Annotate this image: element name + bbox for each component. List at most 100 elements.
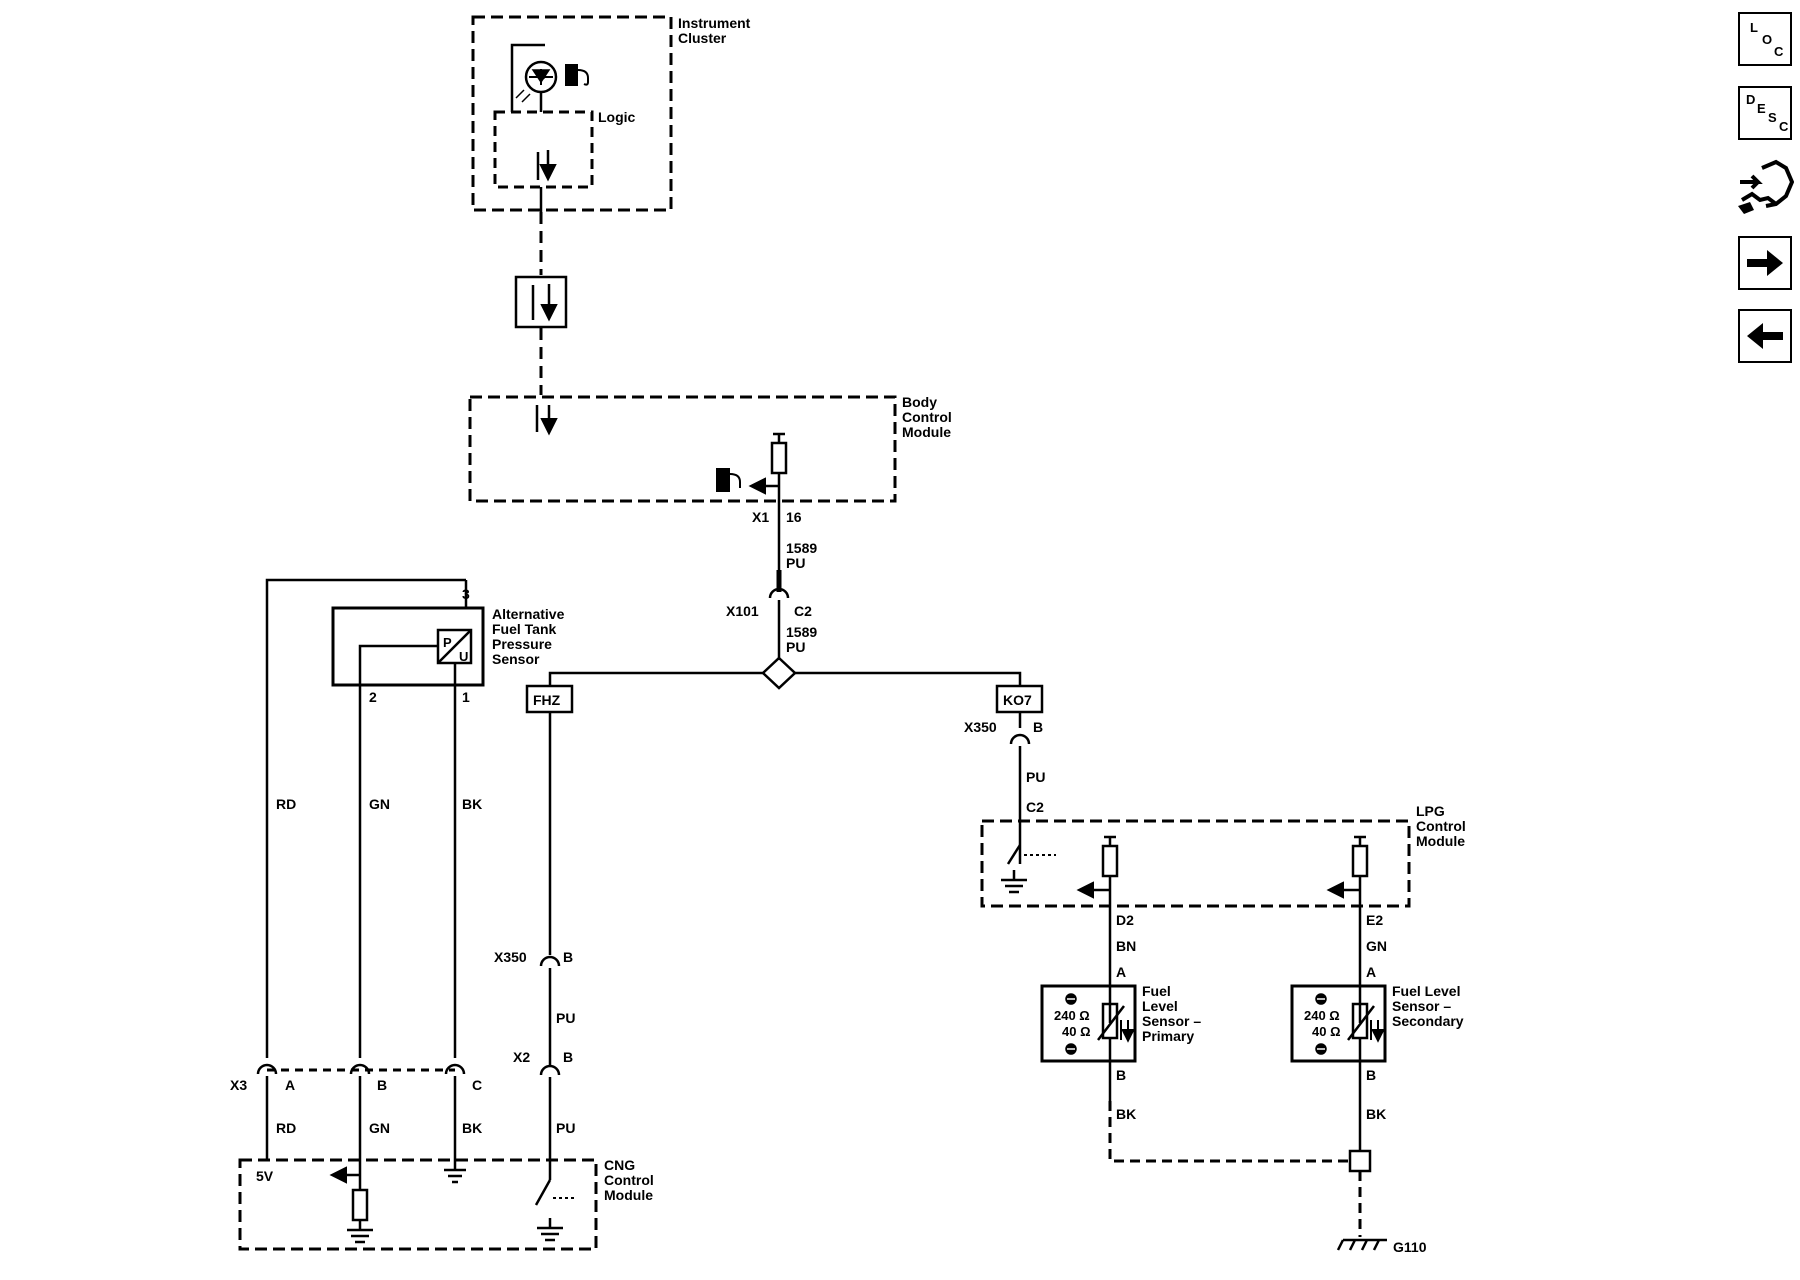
loc-letter-c: C (1774, 44, 1784, 59)
cng-switch (534, 1179, 563, 1242)
pullup-symbol (773, 432, 785, 443)
instrument-cluster-box (471, 15, 673, 212)
bk-ground (444, 1168, 466, 1184)
circuit-1-label: 1589 (786, 540, 817, 556)
pu-left-2: PU (556, 1120, 575, 1136)
lpg-switch (1001, 844, 1027, 894)
bk-upper: BK (462, 796, 482, 812)
rd-wire (265, 578, 466, 1058)
loc-letter-o: O (1762, 32, 1773, 47)
x2-connector (539, 1064, 561, 1076)
x1-label: X1 (752, 509, 769, 525)
desc-letter-s: S (1768, 110, 1777, 125)
bn-label: BN (1116, 938, 1136, 954)
logic-label: Logic (598, 109, 636, 125)
indicator-bracket (510, 43, 545, 112)
ground-label: G110 (1393, 1239, 1427, 1255)
arrow-right-icon (1747, 250, 1783, 276)
fuel-secondary-label: Fuel Level Sensor – Secondary (1392, 983, 1464, 1029)
primary-240: 240 Ω (1054, 1008, 1090, 1023)
x2-pin: B (563, 1049, 573, 1065)
circuit-1-color: PU (786, 555, 805, 571)
x101-connector (768, 587, 790, 599)
cng-pulldown-resistor (351, 1188, 369, 1222)
sensor-pin-1: 1 (462, 689, 470, 705)
ground-splice (1348, 1149, 1372, 1173)
gn-wire (358, 644, 438, 1058)
logic-box (493, 110, 594, 189)
sensor-letter-u: U (459, 649, 468, 664)
alt-fuel-sensor-box (331, 606, 485, 687)
pu-left-1: PU (556, 1010, 575, 1026)
x2-label: X2 (513, 1049, 530, 1065)
loc-button[interactable]: L O C (1738, 12, 1792, 66)
x350-left-pin: B (563, 949, 573, 965)
circuit-2-label: 1589 (786, 624, 817, 640)
voltage-label: 5V (256, 1168, 274, 1184)
secondary-40: 40 Ω (1312, 1024, 1341, 1039)
cng-control-module-box (238, 1158, 598, 1251)
cng-label: CNG Control Module (604, 1157, 658, 1203)
primary-pin-b: B (1116, 1067, 1126, 1083)
back-button[interactable] (1738, 309, 1792, 363)
desc-button[interactable]: D E S C (1738, 86, 1792, 140)
sensor-label: Alternative Fuel Tank Pressure Sensor (492, 606, 568, 667)
handshake-icon[interactable] (1736, 154, 1795, 216)
fuel-level-primary-box (1040, 984, 1137, 1063)
circuit-2-color: PU (786, 639, 805, 655)
fuel-primary-label: Fuel Level Sensor – Primary (1142, 983, 1205, 1044)
primary-40: 40 Ω (1062, 1024, 1091, 1039)
desc-letter-d: D (1746, 92, 1756, 107)
secondary-pin-a: A (1366, 964, 1376, 980)
lpg-control-module-box (980, 819, 1411, 908)
x3-pin-b: B (377, 1077, 387, 1093)
sensor-letter-p: P (443, 635, 452, 650)
fuel-pump-icon (565, 64, 589, 86)
rd-upper: RD (276, 796, 296, 812)
x3-pin-c: C (472, 1077, 482, 1093)
arrow-left-icon (1747, 323, 1783, 349)
g110-ground-symbol (1336, 1238, 1387, 1251)
loc-letter-l: L (1750, 20, 1758, 35)
desc-letter-e: E (1757, 101, 1766, 116)
bk-lower: BK (462, 1120, 482, 1136)
ko7-label: KO7 (1003, 692, 1032, 708)
body-control-module-box (468, 395, 897, 503)
instrument-cluster-label: Instrument Cluster (678, 15, 754, 46)
splice-diamond (761, 656, 797, 690)
x101-pin: C2 (794, 603, 812, 619)
ground-bus (1108, 1101, 1350, 1163)
desc-letter-c: C (1779, 119, 1789, 134)
x350-left-connector (539, 955, 561, 967)
fhz-label: FHZ (533, 692, 561, 708)
sensor-pin-2: 2 (369, 689, 377, 705)
forward-button[interactable] (1738, 236, 1792, 290)
gn-lower: GN (369, 1120, 390, 1136)
x350-right-label: X350 (964, 719, 997, 735)
lpg-d2: D2 (1116, 912, 1134, 928)
x101-label: X101 (726, 603, 759, 619)
x3-connector (256, 1063, 466, 1075)
lpg-label: LPG Control Module (1416, 803, 1470, 849)
x350-right-pin: B (1033, 719, 1043, 735)
x3-label: X3 (230, 1077, 247, 1093)
rd-lower: RD (276, 1120, 296, 1136)
x1-pin: 16 (786, 509, 802, 525)
pu-right: PU (1026, 769, 1045, 785)
x350-right-connector (1009, 733, 1031, 745)
bk-primary: BK (1116, 1106, 1136, 1122)
x3-pin-a: A (285, 1077, 295, 1093)
secondary-pin-b: B (1366, 1067, 1376, 1083)
serial-data-box (514, 275, 568, 329)
bcm-fuel-pump-icon (716, 468, 741, 492)
primary-pin-a: A (1116, 964, 1126, 980)
lpg-c2: C2 (1026, 799, 1044, 815)
bk-secondary: BK (1366, 1106, 1386, 1122)
bcm-label: Body Control Module (902, 394, 956, 440)
x350-left-label: X350 (494, 949, 527, 965)
fuel-level-secondary-box (1290, 984, 1387, 1063)
data-arrows-icon (538, 150, 548, 180)
secondary-240: 240 Ω (1304, 1008, 1340, 1023)
gn-right: GN (1366, 938, 1387, 954)
